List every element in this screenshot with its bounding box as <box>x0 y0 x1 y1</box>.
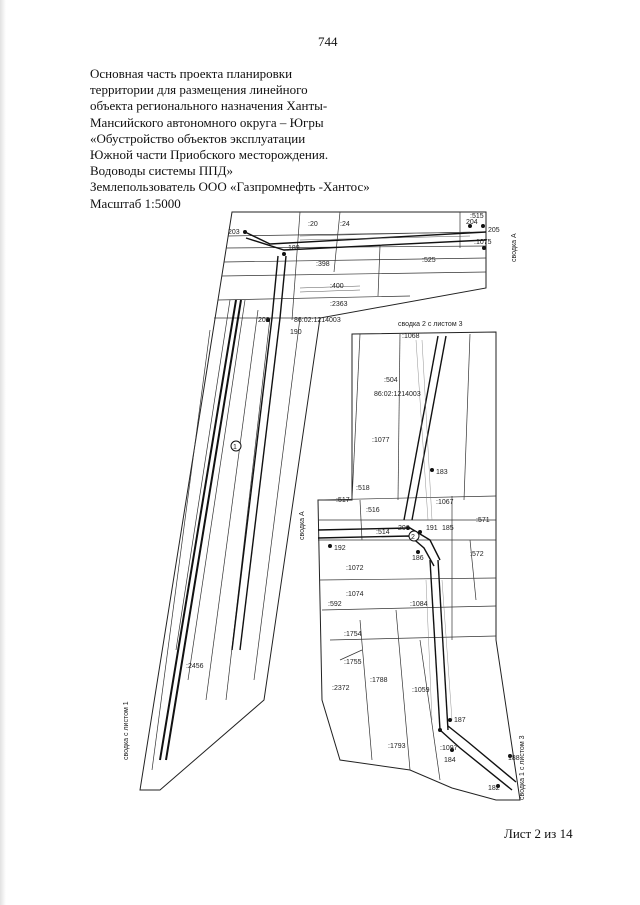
parcel-label: :1755 <box>344 659 362 666</box>
parcel-label: :398 <box>316 261 330 268</box>
parcel-label: :572 <box>470 551 484 558</box>
land-user: Землепользователь ООО «Газпромнефть -Хан… <box>90 179 370 195</box>
title-line-2: территории для размещения линейного <box>90 82 308 98</box>
point-label: 184 <box>444 757 456 764</box>
point-label: 185 <box>442 525 454 532</box>
parcel-label: :518 <box>356 485 370 492</box>
parcel-label: :2372 <box>332 685 350 692</box>
parcel-label: :2456 <box>186 663 204 670</box>
title-block: Основная часть проекта планировки террит… <box>90 66 390 212</box>
point-label: 182 <box>488 785 500 792</box>
title-line-1: Основная часть проекта планировки <box>90 66 293 81</box>
circle-marker-1: 1 <box>233 444 237 451</box>
parcel-label: :525 <box>422 257 436 264</box>
point-label: 206 <box>398 525 410 532</box>
point-label: 192 <box>334 545 346 552</box>
hatched-strip <box>299 231 471 293</box>
parcel-label: :24 <box>340 221 350 228</box>
point-label: 191 <box>426 525 438 532</box>
parcel-label: :514 <box>376 529 390 536</box>
parcel-label: :1793 <box>388 743 406 750</box>
point-label: 202 <box>258 317 270 324</box>
circle-marker-2: 2 <box>411 534 415 541</box>
parcel-label: :1097 <box>440 745 458 752</box>
match-line-a-mid: сводка А <box>299 511 306 540</box>
point-label: 188 <box>508 755 520 762</box>
parcel-label: :1075 <box>474 239 492 246</box>
parcel-label: :515 <box>470 213 484 220</box>
point-label: 190 <box>290 329 302 336</box>
parcel-label: :504 <box>384 377 398 384</box>
match-line-sheet-1-3: сводка 1 с листом 3 <box>519 735 526 800</box>
hatch-area <box>415 339 453 721</box>
map-scale: Масштаб 1:5000 <box>90 195 181 211</box>
survey-point-markers <box>243 224 512 788</box>
parcel-label: :1074 <box>346 591 364 598</box>
point-label: 203 <box>228 229 240 236</box>
upper-strip-internal-lines <box>151 211 487 771</box>
parcel-label: :1068 <box>402 333 420 340</box>
match-line-sheet-3: сводка 2 с листом 3 <box>398 321 463 328</box>
cadastral-block-label-lower: 86:02:1214003 <box>374 391 421 398</box>
parcel-label: :592 <box>328 601 342 608</box>
parcel-label: :400 <box>330 283 344 290</box>
match-line-a-top: сводка А <box>511 233 518 262</box>
point-label: 187 <box>454 717 466 724</box>
point-label: 183 <box>436 469 448 476</box>
point-label: 186 <box>412 555 424 562</box>
page-number: 744 <box>318 34 338 49</box>
lower-block-parcels <box>317 333 497 781</box>
parcel-label: :1067 <box>436 499 454 506</box>
title-line-5: «Обустройство объектов эксплуатации <box>90 130 306 146</box>
scan-edge-shadow <box>0 0 6 905</box>
parcel-label: :20 <box>308 221 318 228</box>
parcel-label: :1072 <box>346 565 364 572</box>
sheet-number: Лист 2 из 14 <box>504 826 573 841</box>
title-line-7: Водоводы системы ППД» <box>90 163 233 179</box>
title-line-6: Южной части Приобского месторождения. <box>90 147 329 163</box>
match-line-sheet-1: сводка с листом 1 <box>123 701 130 760</box>
point-label: 205 <box>488 227 500 234</box>
parcel-label: :1084 <box>410 601 428 608</box>
pipeline-lower <box>317 335 517 791</box>
point-label: 204 <box>466 219 478 226</box>
parcel-label: :516 <box>366 507 380 514</box>
parcel-label: :2363 <box>330 301 348 308</box>
circle-markers <box>230 440 420 542</box>
pipeline-upper <box>231 231 487 651</box>
parcel-label: :517 <box>336 497 350 504</box>
point-label: 189 <box>288 245 300 252</box>
title-line-4: Мансийского автономного округа – Югры <box>90 114 324 130</box>
road-heavy-lines <box>159 299 242 761</box>
parcel-label: :571 <box>476 517 490 524</box>
parcel-label: :1788 <box>370 677 388 684</box>
upper-strip-boundary <box>139 211 487 791</box>
title-line-3: объекта регионального назначения Ханты- <box>90 98 328 114</box>
cadastral-block-label-upper: 86:02:1214003 <box>294 317 341 324</box>
parcel-label: :1059 <box>412 687 430 694</box>
parcel-label: :1077 <box>372 437 390 444</box>
parcel-label: :1754 <box>344 631 362 638</box>
